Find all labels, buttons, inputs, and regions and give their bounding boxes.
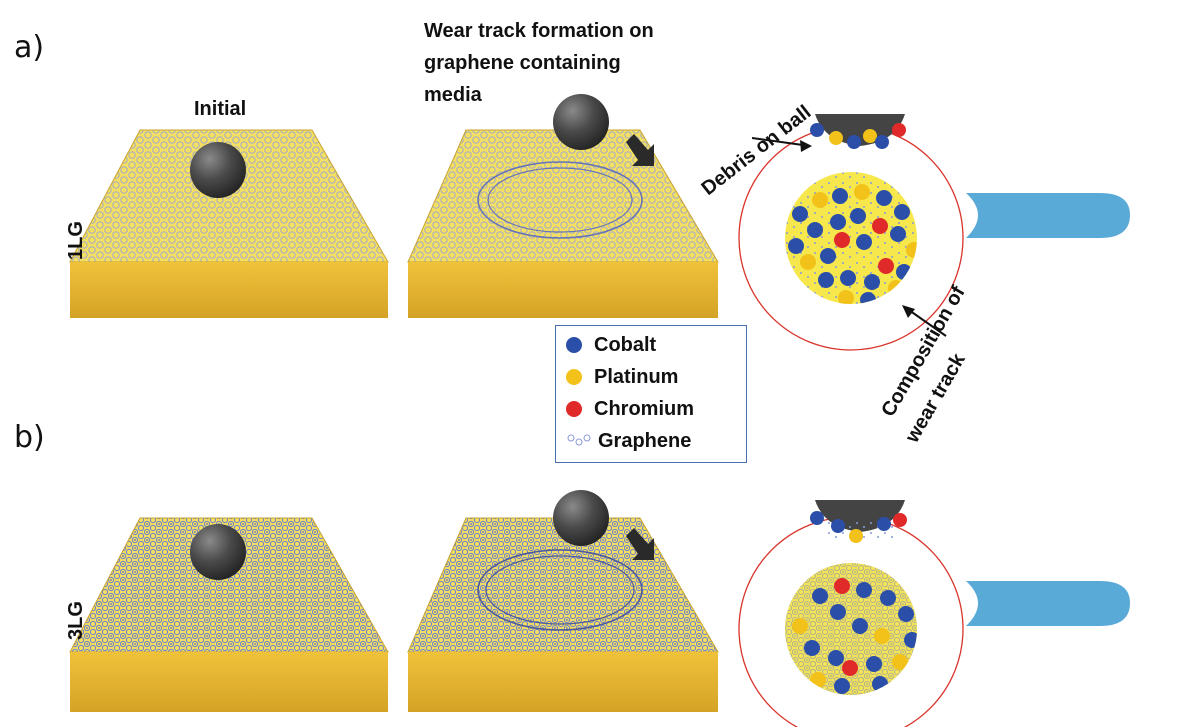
wear-track-ring-3lg (477, 549, 643, 631)
legend-item-graphene: Graphene (566, 426, 691, 456)
motion-arrow-icon (626, 134, 654, 166)
wear-track-ring (477, 161, 643, 239)
legend-label: Platinum (594, 365, 679, 388)
ball-wear-3lg (553, 490, 609, 546)
wear-title-line2: graphene containing (424, 52, 621, 74)
composition-pointer-arrow-icon (902, 305, 947, 337)
legend: Cobalt Platinum Chromium Graphene (555, 325, 747, 463)
legend-item-chromium: Chromium (566, 394, 694, 424)
panel-letter-b: b) (14, 420, 45, 455)
chromium-dot-icon (566, 401, 582, 417)
probe-arm-1lg (966, 193, 1130, 238)
wear-title-line3: media (424, 84, 482, 106)
debris-pointer-arrow-icon (751, 137, 812, 152)
ball-initial-1lg (190, 142, 246, 198)
graphene-lattice-icon (567, 434, 591, 446)
substrate-initial-3lg (69, 517, 389, 712)
layer-label-1lg: 1LG (65, 221, 87, 260)
wear-track-particles-3lg (785, 563, 917, 695)
ball-wear-1lg (553, 94, 609, 150)
legend-label: Chromium (594, 397, 694, 420)
debris-particles-1lg (810, 123, 906, 149)
ball-initial-3lg (190, 524, 246, 580)
legend-label: Graphene (598, 429, 692, 452)
probe-arm-3lg (966, 581, 1130, 626)
legend-item-platinum: Platinum (566, 362, 678, 392)
debris-particles-3lg (810, 511, 907, 543)
substrate-wear-1lg (407, 129, 719, 318)
legend-item-cobalt: Cobalt (566, 330, 656, 360)
wear-title-line1: Wear track formation on (424, 20, 654, 42)
initial-label: Initial (194, 98, 247, 120)
substrate-initial-1lg (69, 129, 389, 318)
legend-label: Cobalt (594, 333, 657, 356)
cobalt-dot-icon (566, 337, 582, 353)
panel-letter-a: a) (14, 30, 45, 65)
substrate-wear-3lg (407, 517, 719, 712)
platinum-dot-icon (566, 369, 582, 385)
motion-arrow-3lg-icon (626, 528, 654, 560)
layer-label-3lg: 3LG (65, 601, 87, 640)
